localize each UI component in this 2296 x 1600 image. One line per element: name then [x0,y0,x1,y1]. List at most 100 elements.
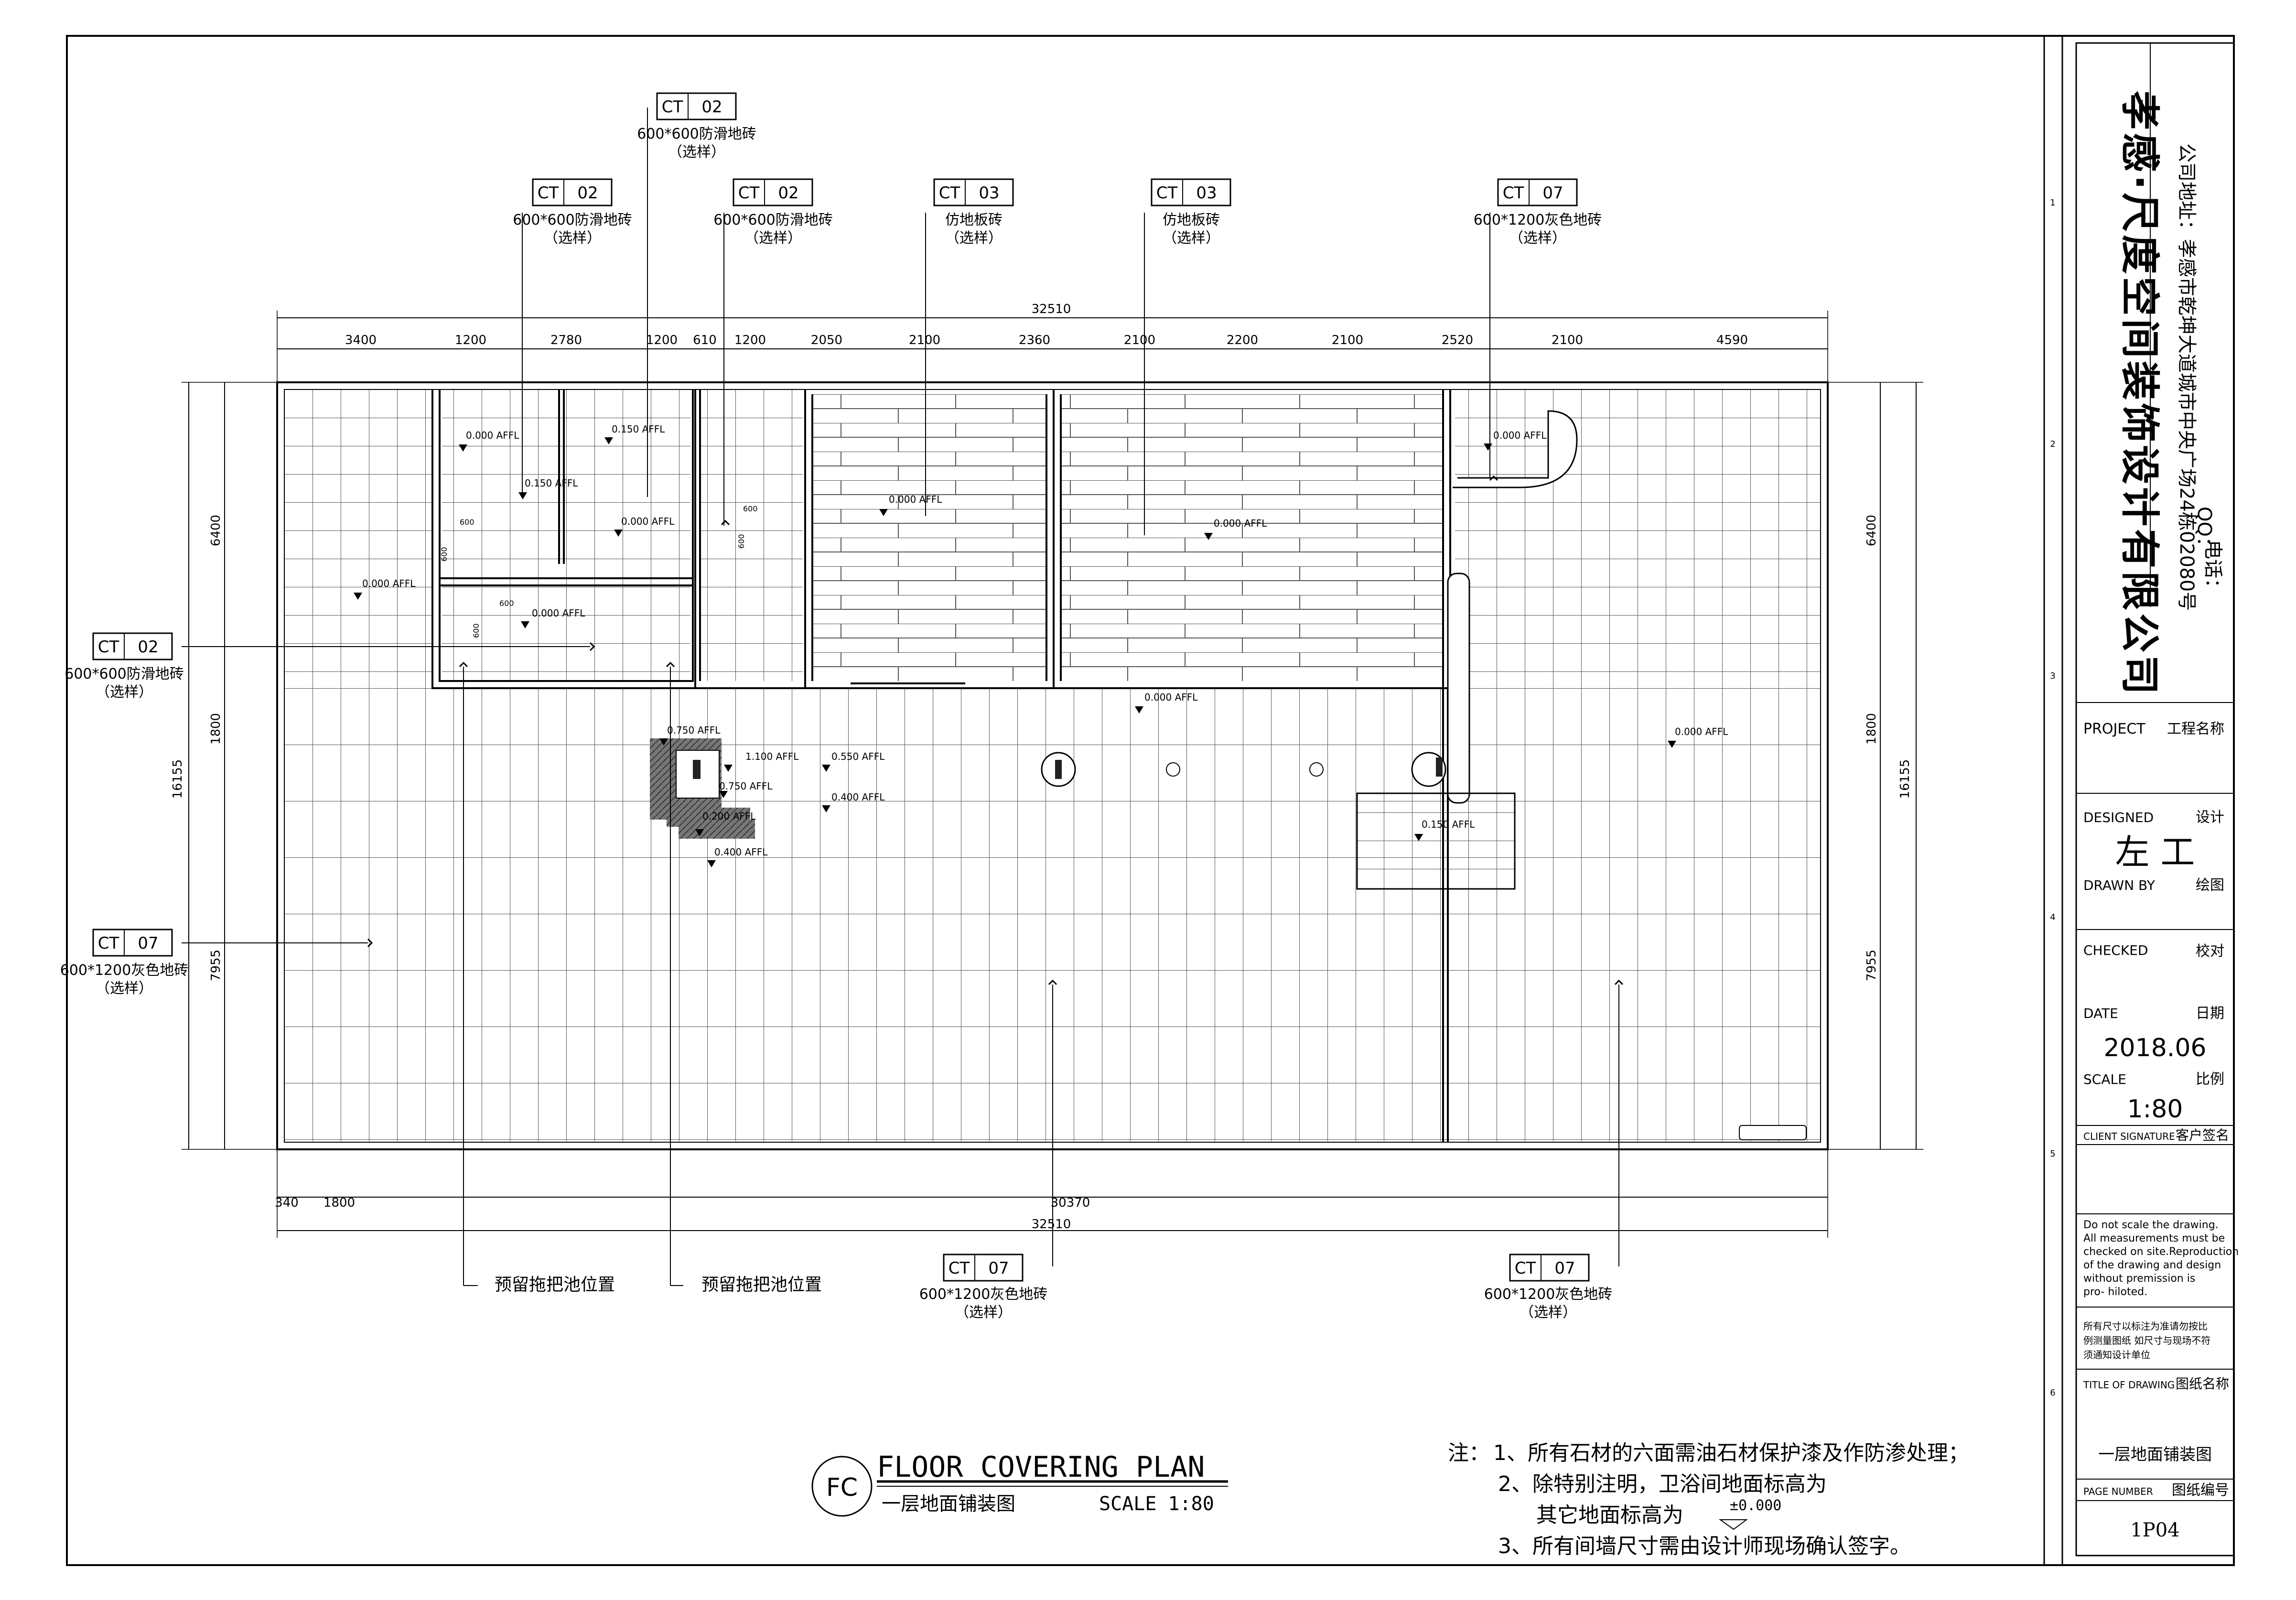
tag-num: 03 [1196,184,1217,203]
scale-label: SCALE [2083,1071,2126,1087]
client-cn: 客户签名 [2176,1127,2229,1143]
dim-top-1: 3400 [345,333,377,347]
material-tag: CT 07 600*1200灰色地砖 （选样） [919,1254,1048,1321]
level-text: 0.550 AFFL [831,751,885,762]
floor-area-left [284,389,432,688]
level-text: 0.000 AFFL [532,607,585,619]
tag-desc: 600*1200灰色地砖 [60,962,189,979]
tag-code: CT [939,184,960,203]
title-label: TITLE OF DRAWING [2083,1379,2175,1391]
company-qq: QQ： [2193,507,2215,556]
tag-code: CT [1515,1259,1536,1278]
tag-note: （选样） [744,230,802,247]
floor-plan: 0.000 AFFL 0.150 AFFL 0.150 AFFL 0.000 A… [276,381,1829,1150]
tag-note: （选样） [955,1304,1012,1321]
tag-desc: 仿地板砖 [1163,212,1220,228]
disclaimer-en-3: checked on site.Reproduction [2083,1246,2239,1258]
dim-top-15: 4590 [1716,333,1748,347]
dim-top-14: 2100 [1552,333,1583,347]
level-marker: 0.400 AFFL [822,791,885,812]
material-tag: CT 07 600*1200灰色地砖 （选样） [60,929,189,997]
project-label: PROJECT [2083,721,2145,737]
drawing-title: 一层地面铺装图 [2098,1445,2212,1464]
mop-sink-label-2: 预留拖把池位置 [701,1275,822,1295]
tag-num: 02 [138,638,158,657]
level-marker: 0.000 AFFL [354,578,416,600]
level-text: 1.100 AFFL [745,751,799,762]
material-tag: CT 07 600*1200灰色地砖 （选样） [1484,1254,1613,1321]
stepped-platform [650,738,755,839]
note-level-symbol: ±0.000 [1730,1497,1781,1514]
tick-4: 4 [2050,912,2055,922]
tag-code: CT [538,184,559,203]
page-number: 1P04 [2130,1519,2179,1541]
sheet-border [66,35,2235,1566]
tag-num: 07 [138,934,158,953]
disclaimer-en-4: of the drawing and design [2083,1259,2221,1271]
designed-label: DESIGNED [2083,810,2154,825]
checked-label: CHECKED [2083,942,2148,958]
company-address: 公司地址：孝感市乾坤大道城市中央广场24栋02080号 [2176,143,2198,611]
drawn-cn: 绘图 [2196,877,2224,894]
material-tags: CT 02 600*600防滑地砖 （选样） CT 02 600*600防滑地砖… [60,92,1613,1321]
level-text: 0.000 AFFL [1675,726,1728,737]
tag-desc: 600*600防滑地砖 [65,666,184,682]
tag-desc: 600*1200灰色地砖 [919,1286,1048,1303]
tag-desc: 仿地板砖 [945,212,1002,228]
tag-note: （选样） [1520,1304,1577,1321]
level-text: 0.400 AFFL [714,846,768,858]
tick-6: 6 [2050,1388,2055,1398]
level-markers: 0.000 AFFL 0.150 AFFL 0.150 AFFL 0.000 A… [354,423,1728,867]
column-strip [1447,573,1470,804]
plan-scale: SCALE 1:80 [1099,1493,1214,1515]
note-line-4: 3、所有间墙尺寸需由设计师现场确认签字。 [1498,1534,1911,1558]
dim-bottom-3: 30370 [1051,1196,1090,1210]
dim-bottom-2: 1800 [323,1196,355,1210]
level-marker: 0.550 AFFL [822,751,885,772]
project-cn: 工程名称 [2167,721,2224,737]
dim-top-10: 2100 [1124,333,1155,347]
dim-right-3: 7955 [1865,950,1879,981]
level-marker: 0.150 AFFL [604,423,665,444]
disclaimer-cn-3: 须通知设计单位 [2083,1349,2150,1361]
page-label: PAGE NUMBER [2083,1486,2153,1497]
dim-top-9: 2360 [1019,333,1050,347]
disclaimer-en-5: without premission is [2083,1273,2195,1285]
level-marker: 0.750 AFFL [659,724,721,746]
dim-top-4: 1200 [646,333,678,347]
dim-small-1: 600 [460,518,474,527]
note-line-1: 1、所有石材的六面需油石材保护漆及作防渗处理； [1493,1441,1969,1465]
level-text: 0.750 AFFL [667,724,721,736]
date-label: DATE [2083,1005,2118,1021]
disclaimer-cn-2: 例测量图纸 如尺寸与现场不符 [2083,1335,2210,1346]
level-text: 0.150 AFFL [1422,819,1475,830]
designer-name: 左 工 [2115,832,2195,872]
dim-right-1: 6400 [1865,515,1879,546]
material-tag: CT 03 仿地板砖 （选样） [933,178,1014,247]
dim-top-total: 32510 [1032,302,1071,316]
plan-title-cn: 一层地面铺装图 [882,1493,1015,1515]
disclaimer-en-1: Do not scale the drawing. [2083,1219,2219,1231]
tag-note: （选样） [544,230,601,247]
dim-top-6: 1200 [734,333,766,347]
level-text: 0.000 AFFL [1493,430,1547,441]
drawn-label: DRAWN BY [2083,877,2156,893]
dim-left-2: 1800 [209,713,223,745]
dimension-text: 32510 3400 1200 2780 1200 610 1200 2050 … [171,302,1912,1232]
note-line-3: 其它地面标高为 [1536,1503,1683,1527]
level-marker: 0.000 AFFL [879,494,942,516]
level-marker: 1.100 AFFL [724,751,799,772]
tick-3: 3 [2050,671,2055,681]
tag-code: CT [98,934,119,953]
dim-small-2: 600 [440,547,449,562]
material-tag: CT 02 600*600防滑地砖 （选样） [513,178,632,247]
tag-desc: 600*1200灰色地砖 [1484,1286,1613,1303]
dim-small-5: 600 [743,504,758,513]
level-text: 0.000 AFFL [362,578,416,589]
mop-sink-label-1: 预留拖把池位置 [495,1275,615,1295]
level-text: 0.150 AFFL [612,423,665,435]
notes-prefix: 注： [1448,1441,1490,1465]
tag-code: CT [662,97,683,117]
tag-code: CT [1503,184,1524,203]
tick-1: 1 [2050,198,2055,208]
